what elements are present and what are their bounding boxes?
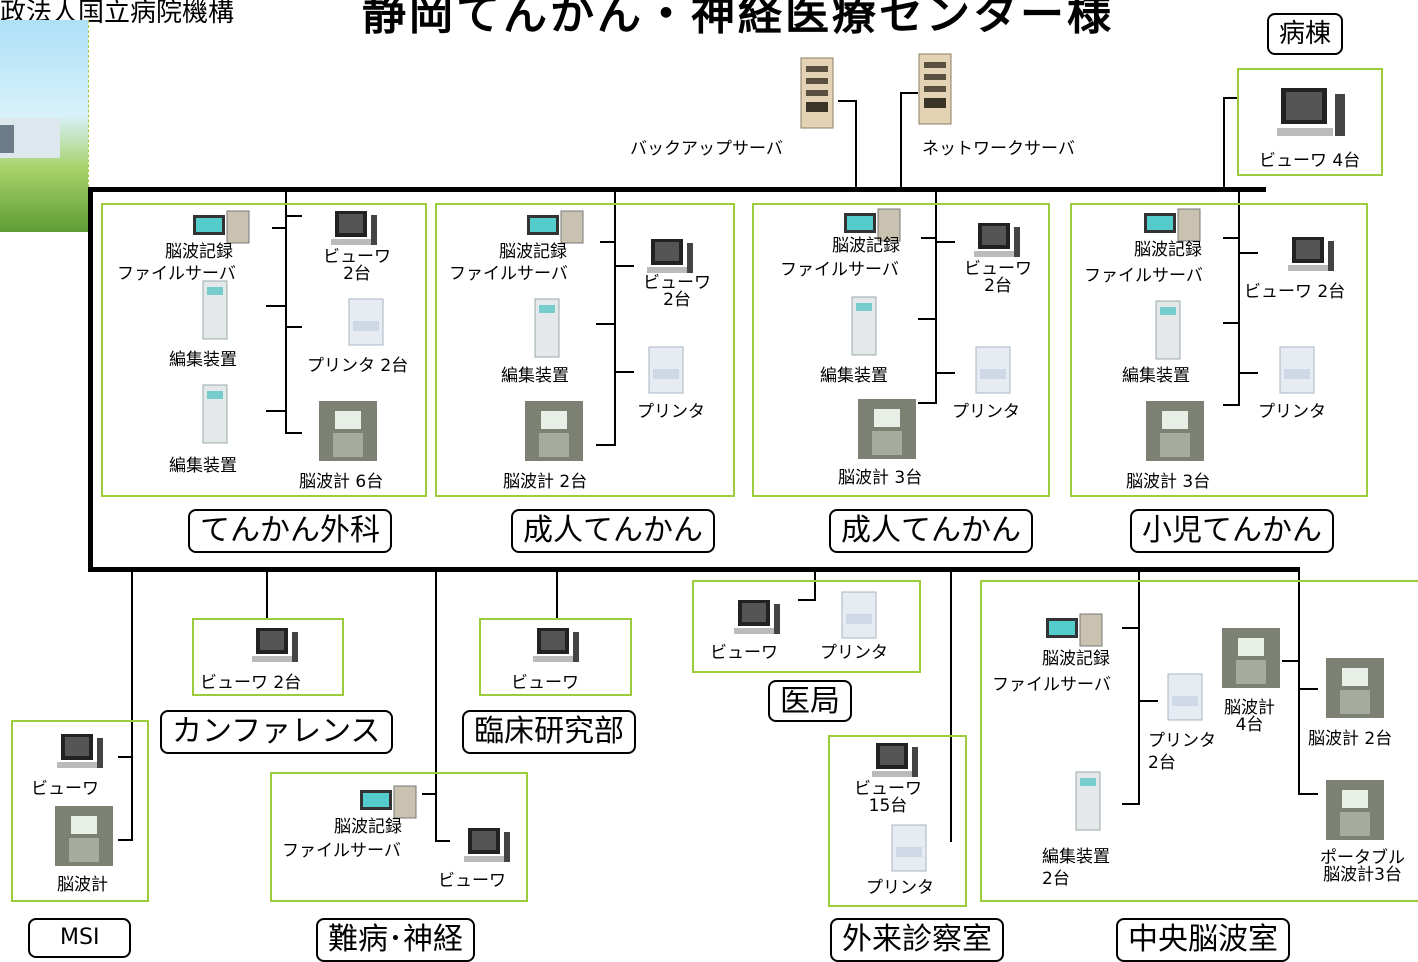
label-research: 臨床研究部 — [462, 710, 636, 754]
group-msi: ビューワ 脳波計 — [11, 720, 149, 902]
file-server-icon — [1144, 208, 1201, 242]
eeg-icon — [319, 401, 377, 461]
viewer-icon — [647, 239, 693, 273]
viewer-icon — [57, 734, 103, 768]
viewer-icon — [1277, 88, 1345, 136]
editor-icon — [851, 296, 877, 356]
eeg-icon — [525, 401, 583, 461]
viewer-icon — [1288, 237, 1334, 271]
ward-label: 病棟 — [1267, 13, 1344, 55]
label-central-eeg-room: 中央脳波室 — [1116, 918, 1290, 962]
label-adult-epilepsy-1: 成人てんかん — [511, 509, 715, 553]
eeg-icon — [1222, 628, 1280, 688]
editor-icon — [202, 384, 228, 444]
group-conference: ビューワ 2台 — [192, 618, 344, 696]
viewer-label: ビューワ 2台 — [1244, 282, 1346, 302]
group-research: ビューワ — [479, 618, 632, 696]
eeg-icon — [1326, 658, 1384, 718]
backbone-top — [88, 187, 1266, 192]
hospital-photo — [0, 20, 88, 232]
file-server-icon — [193, 210, 250, 244]
backup-server-label: バックアップサーバ — [630, 139, 783, 159]
label-neuro: 難病･神経 — [316, 918, 475, 962]
network-server-icon — [918, 53, 952, 125]
viewer-icon — [464, 828, 510, 862]
file-server-icon — [1046, 613, 1103, 647]
portable-eeg-icon — [1326, 780, 1384, 840]
group-medical-office: ビューワ プリンタ — [692, 580, 921, 673]
editor-icon — [1075, 771, 1101, 831]
label-pediatric-epilepsy: 小児てんかん — [1130, 509, 1334, 553]
viewer-icon — [872, 743, 918, 777]
label-conference: カンファレンス — [160, 710, 393, 754]
label-msi: MSI — [28, 918, 132, 958]
printer-icon — [975, 346, 1011, 394]
viewer-icon — [734, 600, 780, 634]
ward-box: ビューワ 4台 — [1237, 68, 1383, 176]
eeg-icon — [858, 399, 916, 459]
printer-icon — [648, 346, 684, 394]
backup-server-icon — [800, 57, 834, 129]
photo-divider — [88, 20, 89, 232]
viewer-icon — [533, 628, 579, 662]
center-title: 静岡てんかん・神経医療センター様 — [362, 0, 1114, 40]
eeg-icon — [55, 806, 113, 866]
label-adult-epilepsy-2: 成人てんかん — [829, 509, 1033, 553]
file-server-icon — [360, 785, 417, 819]
editor-icon — [202, 280, 228, 340]
backbone-left — [88, 187, 93, 572]
backbone-bottom — [88, 567, 1300, 572]
viewer-icon — [974, 223, 1020, 257]
group-neuro: 脳波記録 ファイルサーバ ビューワ — [270, 772, 528, 902]
editor-icon — [1155, 300, 1181, 360]
editor-icon — [534, 298, 560, 358]
printer-icon — [1279, 346, 1315, 394]
viewer-icon — [331, 211, 377, 245]
label-outpatient: 外来診察室 — [830, 918, 1004, 962]
group-pediatric-epilepsy: 脳波記録 ファイルサーバ 編集装置 脳波計 3台 ビューワ 2台 プリンタ — [1070, 203, 1368, 497]
label-medical-office: 医局 — [768, 680, 852, 722]
viewer-icon — [252, 628, 298, 662]
label-epilepsy-surgery: てんかん外科 — [188, 509, 392, 553]
eeg-icon — [1146, 401, 1204, 461]
ward-viewer-label: ビューワ 4台 — [1259, 151, 1361, 171]
file-server-icon — [527, 210, 584, 244]
portable-eeg-label: ポータブル脳波計3台 — [1320, 848, 1405, 885]
network-server-label: ネットワークサーバ — [922, 139, 1075, 159]
printer-icon — [1167, 673, 1203, 721]
file-server-icon — [844, 208, 901, 242]
printer-icon — [891, 824, 927, 872]
printer-icon — [348, 298, 384, 346]
printer-icon — [841, 591, 877, 639]
